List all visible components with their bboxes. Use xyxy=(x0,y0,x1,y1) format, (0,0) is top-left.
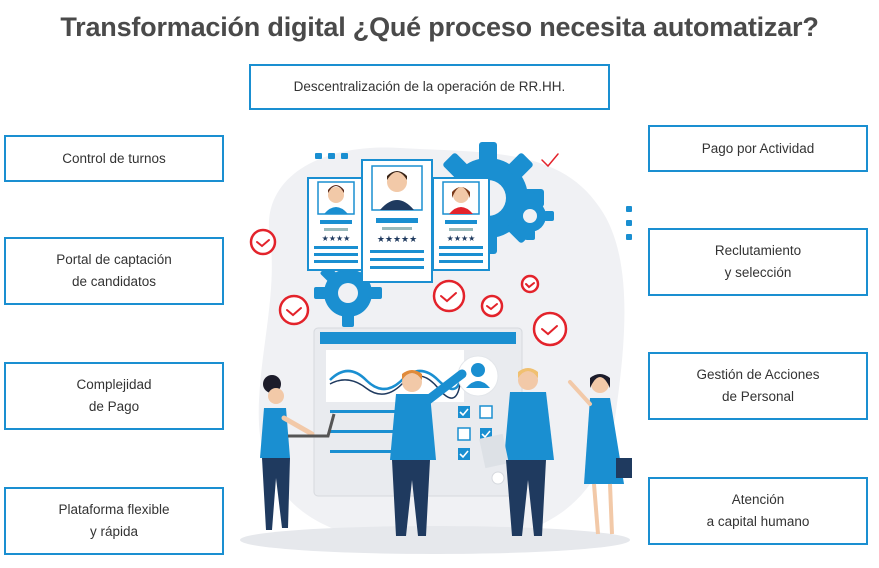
svg-text:★★★★★: ★★★★★ xyxy=(377,235,417,245)
process-box-personnel-actions[interactable]: Gestión de Acciones de Personal xyxy=(648,352,868,420)
profile-card-right: ★★★★ xyxy=(432,177,490,271)
person-man-document xyxy=(479,368,554,536)
gear-icon xyxy=(506,192,554,240)
person-man-pointing xyxy=(390,369,467,536)
process-box-flexible-platform[interactable]: Plataforma flexible y rápida xyxy=(4,487,224,555)
process-box-activity-payment[interactable]: Pago por Actividad xyxy=(648,125,868,172)
profile-card-center: ★★★★★ xyxy=(361,159,433,283)
svg-text:★★★★: ★★★★ xyxy=(322,234,351,243)
page-title: Transformación digital ¿Qué proceso nece… xyxy=(60,12,819,42)
process-box-human-capital[interactable]: Atención a capital humano xyxy=(648,477,868,545)
process-box-recruitment[interactable]: Reclutamiento y selección xyxy=(648,228,868,296)
hr-automation-illustration: ★★★★ ★★★★★ ★★★★ xyxy=(240,142,632,554)
person-woman-laptop xyxy=(260,375,336,530)
svg-text:★★★★: ★★★★ xyxy=(447,234,476,243)
check-circle-icon xyxy=(249,228,568,347)
profile-card-left: ★★★★ xyxy=(307,177,365,271)
process-box-decentralization[interactable]: Descentralización de la operación de RR.… xyxy=(249,64,610,110)
process-box-candidate-portal[interactable]: Portal de captación de candidatos xyxy=(4,237,224,305)
dots-icon xyxy=(315,153,632,240)
person-woman-bag xyxy=(568,374,632,535)
process-box-payment-complexity[interactable]: Complejidad de Pago xyxy=(4,362,224,430)
process-box-shift-control[interactable]: Control de turnos xyxy=(4,135,224,182)
